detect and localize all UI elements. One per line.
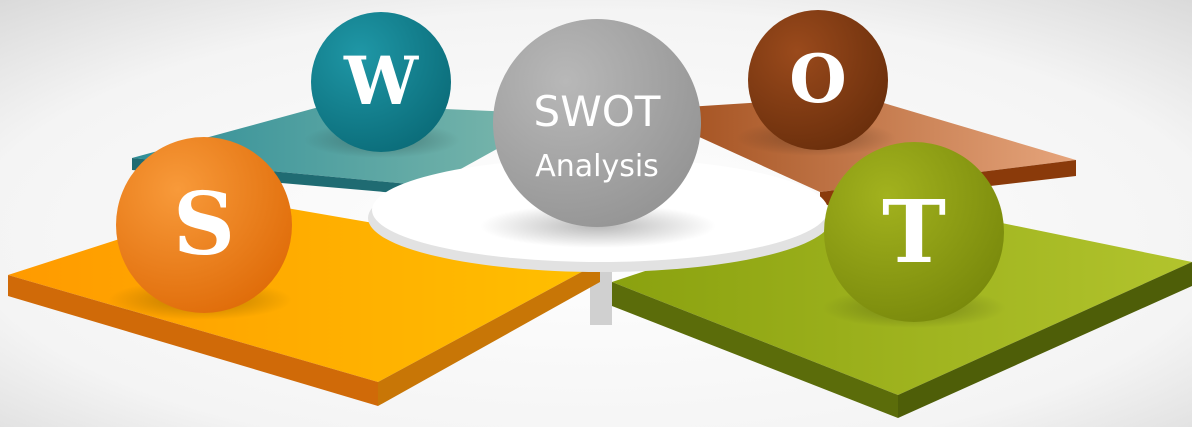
ball-opportunities: O	[748, 10, 888, 150]
letter-t: T	[882, 182, 946, 283]
letter-o: O	[789, 40, 847, 118]
ball-threats: T	[824, 142, 1004, 322]
ball-strengths: S	[116, 137, 292, 313]
center-subtitle: Analysis	[535, 149, 659, 184]
ball-weaknesses: W	[311, 12, 451, 152]
ball-center: SWOT Analysis	[493, 19, 701, 227]
center-title: SWOT	[534, 87, 661, 136]
letter-w: W	[343, 42, 419, 120]
letter-s: S	[173, 174, 235, 275]
